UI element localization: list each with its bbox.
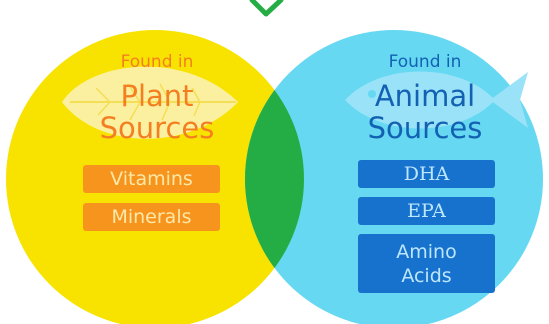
animal-item-label: EPA [407,200,446,222]
animal-item-amino-acids: Amino Acids [358,234,495,293]
plant-item-minerals: Minerals [83,203,220,231]
plant-item-label: Minerals [111,206,192,228]
animal-title-line2: Sources [367,111,483,145]
plant-item-vitamins: Vitamins [83,165,220,193]
animal-item-epa: EPA [358,197,495,225]
plant-title-line1: Plant [120,79,194,113]
plant-item-label: Vitamins [110,168,193,190]
animal-item-label: DHA [403,163,450,185]
plant-found-in-label: Found in [120,52,194,72]
animal-title-line1: Animal [374,79,476,113]
leaf-icon [62,66,238,139]
animal-item-dha: DHA [358,160,495,188]
animal-found-in-label: Found in [388,52,462,72]
animal-item-label: Amino Acids [396,240,457,287]
plant-title-line2: Sources [99,111,215,145]
checkmark-icon [249,0,284,17]
fish-icon [345,71,528,129]
